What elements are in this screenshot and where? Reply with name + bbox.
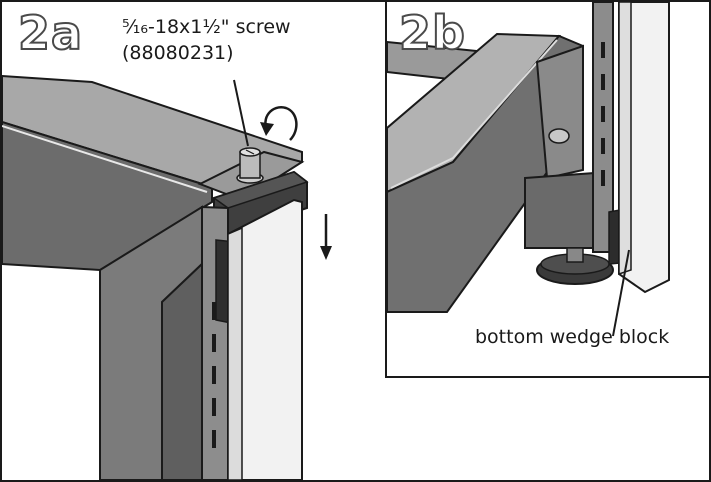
wedge-callout: bottom wedge block: [475, 326, 670, 348]
white-post-b-edge: [618, 2, 632, 276]
crossbar-highlight: [2, 125, 208, 193]
wedge-leader-line: [612, 249, 630, 337]
rail-slots-b: [601, 42, 605, 186]
bolt: [548, 128, 570, 144]
screw-leader-line: [233, 79, 249, 147]
screw-callout-line1: ⁵⁄₁₆-18x1½" screw: [122, 16, 291, 38]
rotate-arrow-icon: [260, 106, 298, 141]
down-arrow-icon: [320, 214, 332, 260]
foot-stem: [566, 247, 584, 263]
step-label-2a: 2a: [17, 6, 84, 60]
screw-callout: ⁵⁄₁₆-18x1½" screw (88080231): [122, 14, 362, 66]
panel-2b: 2b bottom wedge block: [385, 2, 709, 378]
bracket-top: [212, 171, 309, 209]
screw-callout-line2: (88080231): [122, 42, 234, 64]
leg-side-face: [161, 261, 203, 480]
mount-plate: [535, 44, 584, 180]
rail-slots: [212, 302, 216, 448]
white-post-edge: [227, 226, 243, 480]
panel-2b-illustration: [387, 2, 670, 337]
tube-highlight: [390, 39, 558, 189]
step-label-2b: 2b: [398, 6, 466, 60]
